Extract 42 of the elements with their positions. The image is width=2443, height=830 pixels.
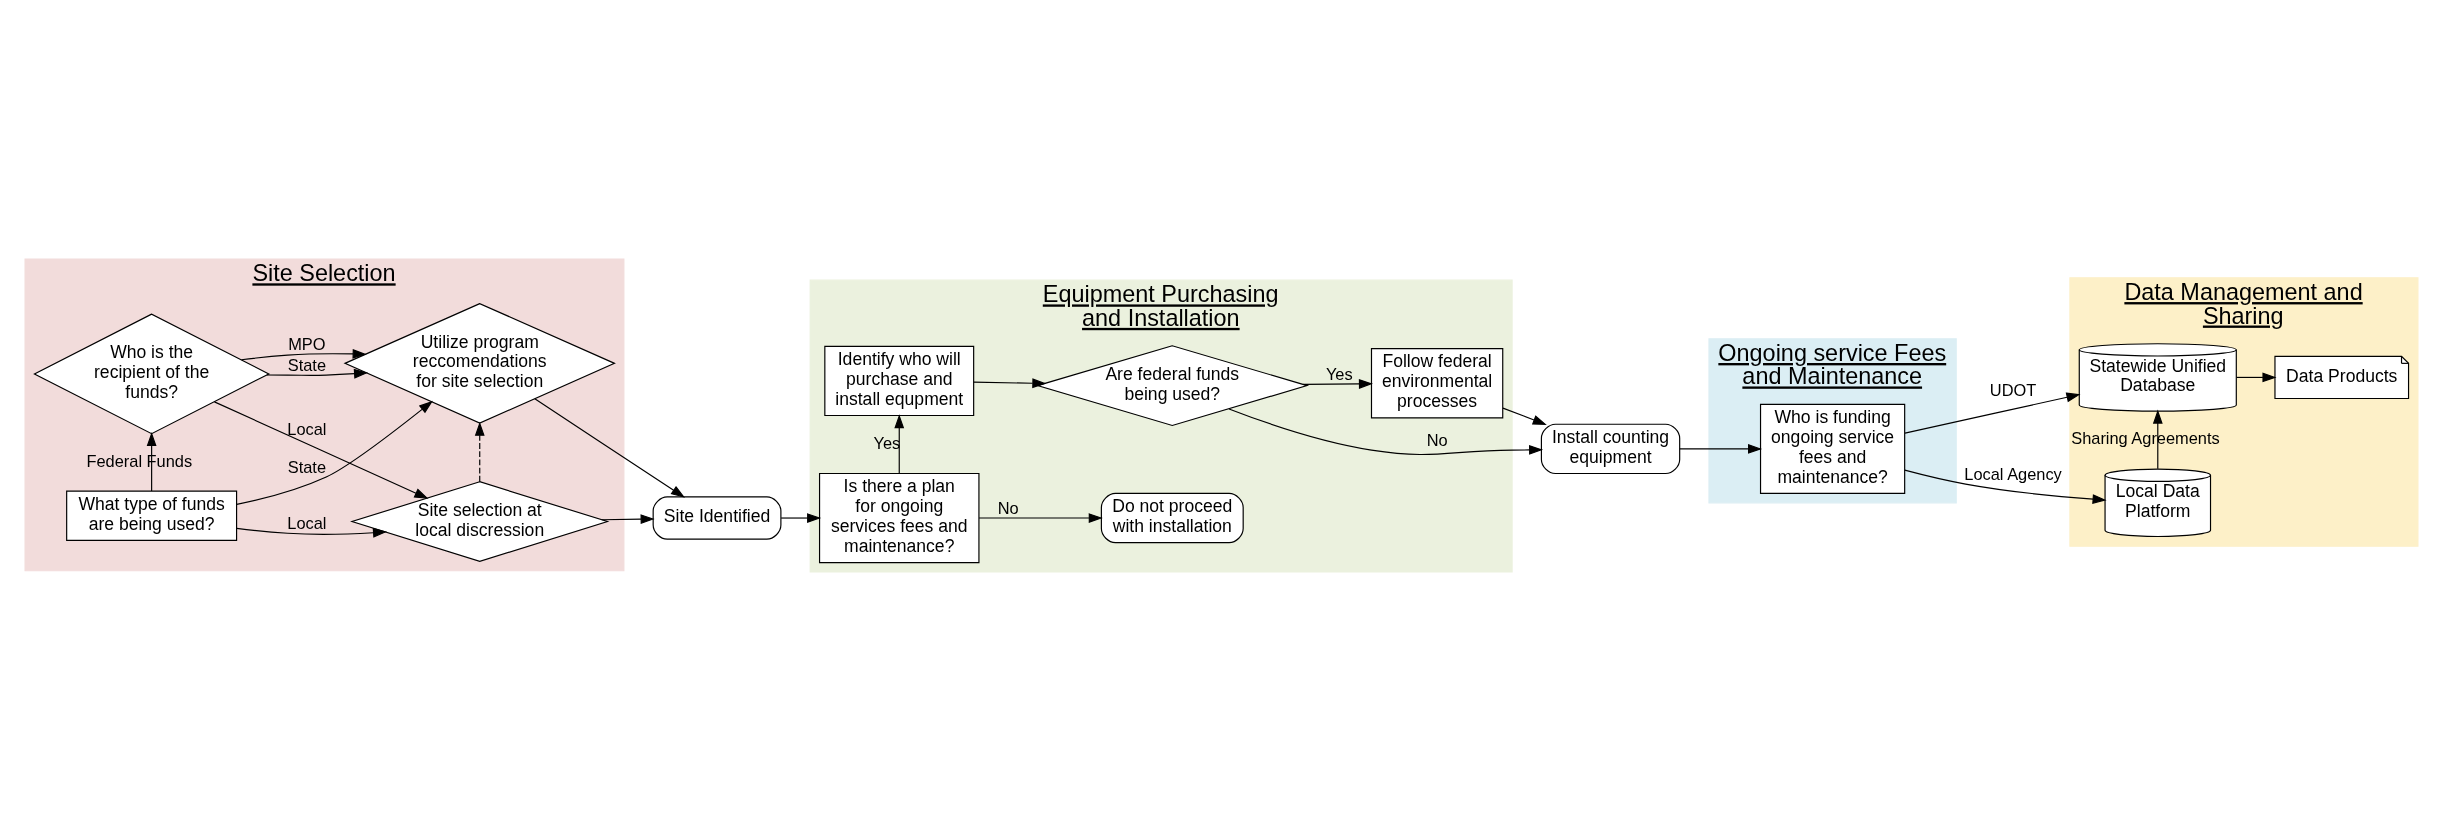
arrow: [601, 513, 655, 524]
edge-label: No: [1426, 430, 1448, 449]
edge-label: Local: [287, 419, 327, 438]
arrow: [1679, 443, 1763, 454]
arrow: [1502, 407, 1547, 425]
node-box: Do not proceed with installation: [1100, 492, 1244, 543]
arrow: [780, 512, 822, 523]
edge-label: UDOT: [1989, 380, 2037, 399]
node-diamond: Utilize program reccomendations for site selection: [343, 302, 616, 424]
arrow: [978, 512, 1103, 523]
edge-label: Local Agency: [1964, 464, 2062, 483]
edge-label: State: [287, 355, 327, 374]
arrow: [1228, 407, 1544, 455]
arrow: [236, 527, 388, 538]
arrow: [894, 413, 905, 474]
node-box: What type of funds are being used?: [66, 490, 238, 541]
edge-label: Local: [287, 513, 327, 532]
node-box: Site Identified: [652, 495, 782, 540]
node-diamond: Site selection at local discression: [350, 480, 610, 562]
node-diamond: Who is the recipient of the funds?: [33, 313, 271, 434]
arrow: [1904, 392, 2081, 434]
arrow: [2235, 372, 2277, 382]
node-box: Follow federal environmental processes: [1370, 347, 1504, 418]
node-box: Install counting equipment: [1540, 423, 1681, 474]
arrow: [973, 377, 1047, 388]
arrow: [534, 397, 686, 498]
node-box: Identify who will purchase and install equpment: [824, 345, 975, 416]
node-diamond: Are federal funds being used?: [1035, 344, 1310, 426]
arrow: [474, 421, 485, 482]
edge-label: Yes: [1325, 364, 1353, 383]
arrow: [1302, 378, 1373, 389]
arrow: [240, 348, 367, 360]
arrow: [213, 400, 429, 499]
edge-label: No: [997, 498, 1019, 517]
node-box: Who is funding ongoing service fees and maintenance?: [1759, 403, 1906, 494]
arrow: [1904, 469, 2107, 504]
node-box: Is there a plan for ongoing services fees and maintenance?: [819, 472, 980, 563]
edge-label: MPO: [288, 334, 326, 353]
arrow: [266, 368, 369, 379]
arrow: [146, 431, 157, 492]
edge-label: State: [287, 457, 327, 476]
arrow: [236, 400, 433, 505]
